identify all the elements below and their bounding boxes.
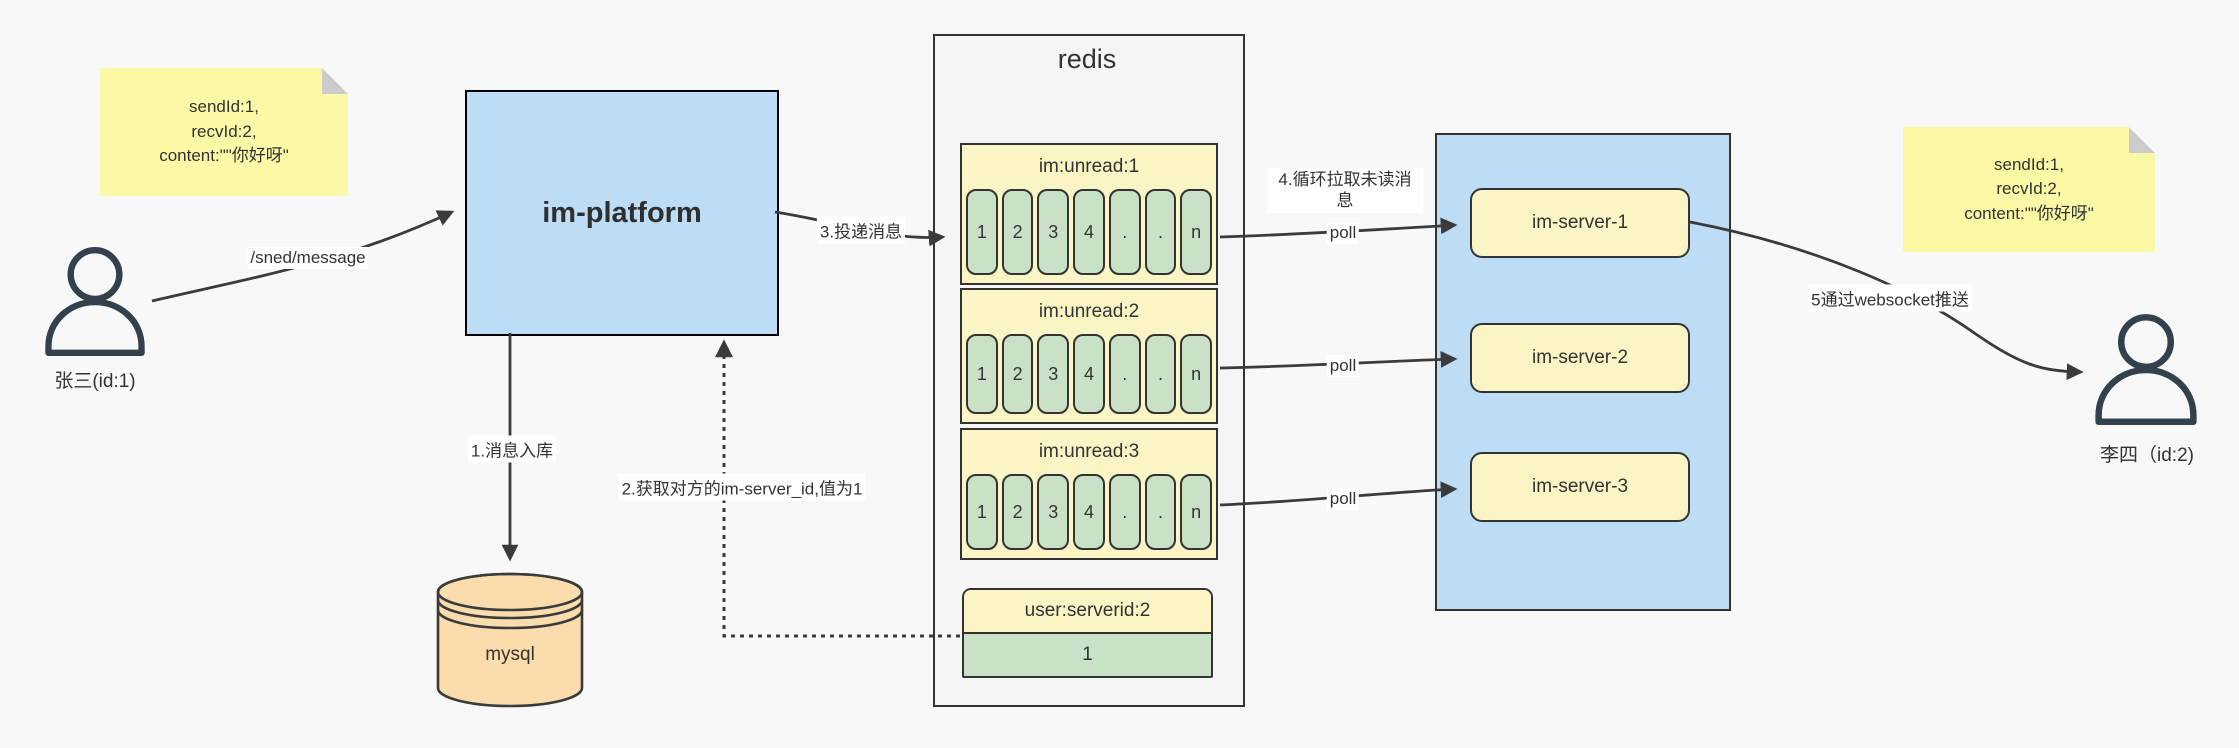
queue-cell: . bbox=[1144, 189, 1177, 275]
queue-cell: . bbox=[1108, 474, 1141, 550]
edge-label-store: 1.消息入库 bbox=[467, 435, 557, 463]
queue-label: im:unread:2 bbox=[1038, 301, 1140, 322]
note-line: recvId:2, bbox=[191, 121, 257, 141]
im-server-label: im-server-2 bbox=[1531, 347, 1629, 368]
queue-cell: . bbox=[1144, 334, 1177, 414]
cylinder-rim bbox=[436, 572, 584, 612]
edge-label-get-server-id: 2.获取对方的im-server_id,值为1 bbox=[618, 473, 866, 501]
queue-cell: 4 bbox=[1073, 474, 1105, 550]
im-server-1-node: im-server-1 bbox=[1470, 188, 1690, 258]
user-icon bbox=[2095, 314, 2197, 425]
im-server-2-node: im-server-2 bbox=[1470, 323, 1690, 393]
user-serverid-label: user:serverid:2 bbox=[964, 590, 1211, 634]
queue-cell: 1 bbox=[966, 474, 998, 550]
queue-cell: n bbox=[1180, 474, 1213, 550]
queue-cell: 2 bbox=[1001, 189, 1034, 275]
queue-cell: 2 bbox=[1001, 474, 1034, 550]
im-server-label: im-server-3 bbox=[1531, 476, 1629, 497]
queue-cell: 1 bbox=[966, 334, 998, 414]
note-line: content:""你好呀" bbox=[1964, 203, 2094, 223]
mysql-label: mysql bbox=[485, 644, 535, 665]
receiver-label: 李四（id:2) bbox=[2100, 445, 2194, 466]
edge-label-deliver: 3.投递消息 bbox=[816, 216, 906, 244]
sender-label: 张三(id:1) bbox=[54, 371, 136, 392]
cylinder-line bbox=[436, 609, 584, 630]
user-body-icon bbox=[2095, 366, 2197, 425]
note-line: sendId:1, bbox=[1994, 154, 2064, 174]
queue-cell: 3 bbox=[1037, 474, 1070, 550]
queue-cell: . bbox=[1108, 334, 1141, 414]
user-serverid-value: 1 bbox=[964, 634, 1211, 676]
note-line: recvId:2, bbox=[1996, 179, 2062, 199]
redis-title: redis bbox=[1057, 44, 1117, 74]
queue-cell: 2 bbox=[1001, 334, 1034, 414]
queue-cell: n bbox=[1180, 189, 1213, 275]
edge-label-poll-1: poll bbox=[1326, 222, 1360, 244]
queue-label: im:unread:3 bbox=[1038, 441, 1140, 462]
queue-cell: 4 bbox=[1073, 334, 1105, 414]
database-cylinder-icon bbox=[436, 572, 584, 708]
queue-im-unread-3: im:unread:3 1 2 3 4 . . n bbox=[960, 428, 1218, 560]
edge-label-poll-3: poll bbox=[1326, 488, 1360, 510]
sticky-note-right: sendId:1, recvId:2, content:""你好呀" bbox=[1903, 127, 2155, 252]
queue-label: im:unread:1 bbox=[1038, 156, 1140, 177]
note-line: content:""你好呀" bbox=[159, 146, 289, 166]
queue-cell: 3 bbox=[1037, 334, 1070, 414]
edge-label-push: 5通过websocket推送 bbox=[1808, 284, 1972, 312]
queue-cells: 1 2 3 4 . . n bbox=[966, 474, 1213, 550]
user-head-icon bbox=[67, 247, 123, 303]
note-fold-icon bbox=[2129, 127, 2155, 153]
im-platform-label: im-platform bbox=[542, 196, 702, 229]
edge-label-pull: 4.循环拉取未读消息 bbox=[1267, 167, 1423, 213]
user-head-icon bbox=[2118, 314, 2174, 371]
note-line: sendId:1, bbox=[189, 97, 259, 117]
im-server-3-node: im-server-3 bbox=[1470, 452, 1690, 522]
queue-im-unread-2: im:unread:2 1 2 3 4 . . n bbox=[960, 288, 1218, 424]
im-server-label: im-server-1 bbox=[1531, 212, 1629, 233]
sticky-note-left: sendId:1, recvId:2, content:""你好呀" bbox=[100, 68, 348, 196]
cylinder-body bbox=[436, 572, 584, 708]
cylinder-line bbox=[436, 599, 584, 620]
queue-cell: . bbox=[1108, 189, 1141, 275]
queue-im-unread-1: im:unread:1 1 2 3 4 . . n bbox=[960, 143, 1218, 285]
queue-cell: 1 bbox=[966, 189, 998, 275]
queue-cell: n bbox=[1180, 334, 1213, 414]
queue-cell: 4 bbox=[1073, 189, 1105, 275]
queue-cell: 3 bbox=[1037, 189, 1070, 275]
user-icon bbox=[45, 247, 145, 356]
im-platform-node: im-platform bbox=[465, 90, 779, 336]
user-body-icon bbox=[45, 298, 145, 356]
user-serverid-node: user:serverid:2 1 bbox=[962, 588, 1213, 678]
queue-cells: 1 2 3 4 . . n bbox=[966, 189, 1213, 275]
edge-label-poll-2: poll bbox=[1326, 355, 1360, 377]
queue-cells: 1 2 3 4 . . n bbox=[966, 334, 1213, 414]
note-fold-icon bbox=[322, 68, 348, 94]
queue-cell: . bbox=[1144, 474, 1177, 550]
edge-label-send: /sned/message bbox=[247, 247, 369, 269]
